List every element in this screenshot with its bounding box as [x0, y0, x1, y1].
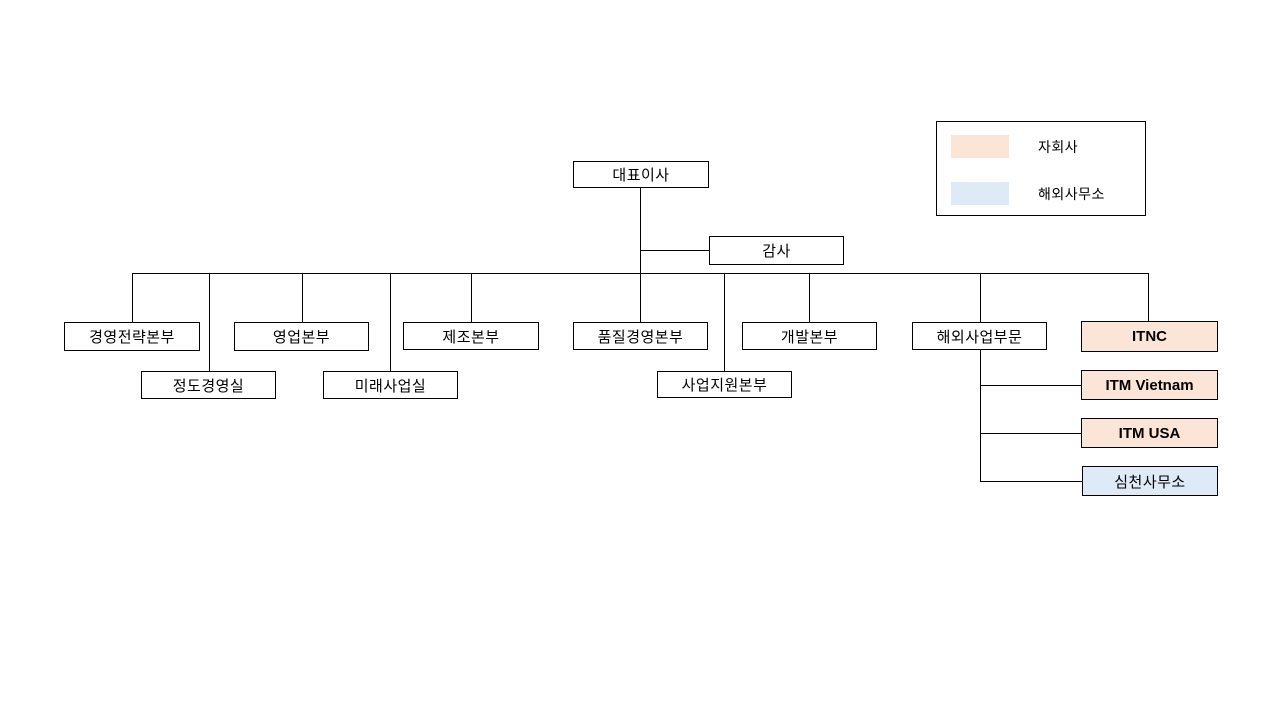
- connector-drop-jeongdo: [209, 273, 210, 371]
- org-node-auditor: 감사: [709, 236, 844, 265]
- org-node-itnc: ITNC: [1081, 321, 1218, 352]
- connector-drop-manufacturing: [471, 273, 472, 322]
- org-node-overseas-division: 해외사업부문: [912, 322, 1047, 350]
- legend-swatch-overseas-office: [951, 182, 1009, 205]
- org-node-future-business-office: 미래사업실: [323, 371, 458, 399]
- org-node-ceo: 대표이사: [573, 161, 709, 188]
- legend-label-overseas-office: 해외사무소: [1038, 185, 1105, 202]
- connector-auditor-branch: [640, 250, 709, 251]
- connector-branch-shenzhen: [980, 481, 1082, 482]
- connector-ceo-stem: [640, 188, 641, 273]
- connector-branch-itm-usa: [980, 433, 1082, 434]
- org-node-itm-vietnam: ITM Vietnam: [1081, 370, 1218, 400]
- connector-overseas-stem: [980, 350, 981, 481]
- org-node-sales-hq: 영업본부: [234, 322, 369, 351]
- legend-row-overseas-office: 해외사무소: [937, 182, 1145, 205]
- org-node-jeongdo-office: 정도경영실: [141, 371, 276, 399]
- legend: 자회사 해외사무소: [936, 121, 1146, 216]
- org-node-quality-hq: 품질경영본부: [573, 322, 708, 350]
- connector-drop-development: [809, 273, 810, 322]
- org-node-strategy-hq: 경영전략본부: [64, 322, 200, 351]
- legend-row-subsidiary: 자회사: [937, 135, 1145, 158]
- org-node-business-support-hq: 사업지원본부: [657, 371, 792, 398]
- connector-drop-itnc: [1148, 273, 1149, 321]
- legend-swatch-subsidiary: [951, 135, 1009, 158]
- org-node-manufacturing-hq: 제조본부: [403, 322, 539, 350]
- org-node-shenzhen-office: 심천사무소: [1082, 466, 1218, 496]
- connector-drop-quality: [640, 273, 641, 322]
- connector-drop-future: [390, 273, 391, 371]
- org-node-itm-usa: ITM USA: [1081, 418, 1218, 448]
- org-node-development-hq: 개발본부: [742, 322, 877, 350]
- connector-drop-bizsupport: [724, 273, 725, 371]
- legend-label-subsidiary: 자회사: [1038, 138, 1079, 155]
- connector-drop-overseas: [980, 273, 981, 322]
- connector-drop-sales: [302, 273, 303, 322]
- connector-drop-strategy: [132, 273, 133, 322]
- connector-branch-itm-vietnam: [980, 385, 1082, 386]
